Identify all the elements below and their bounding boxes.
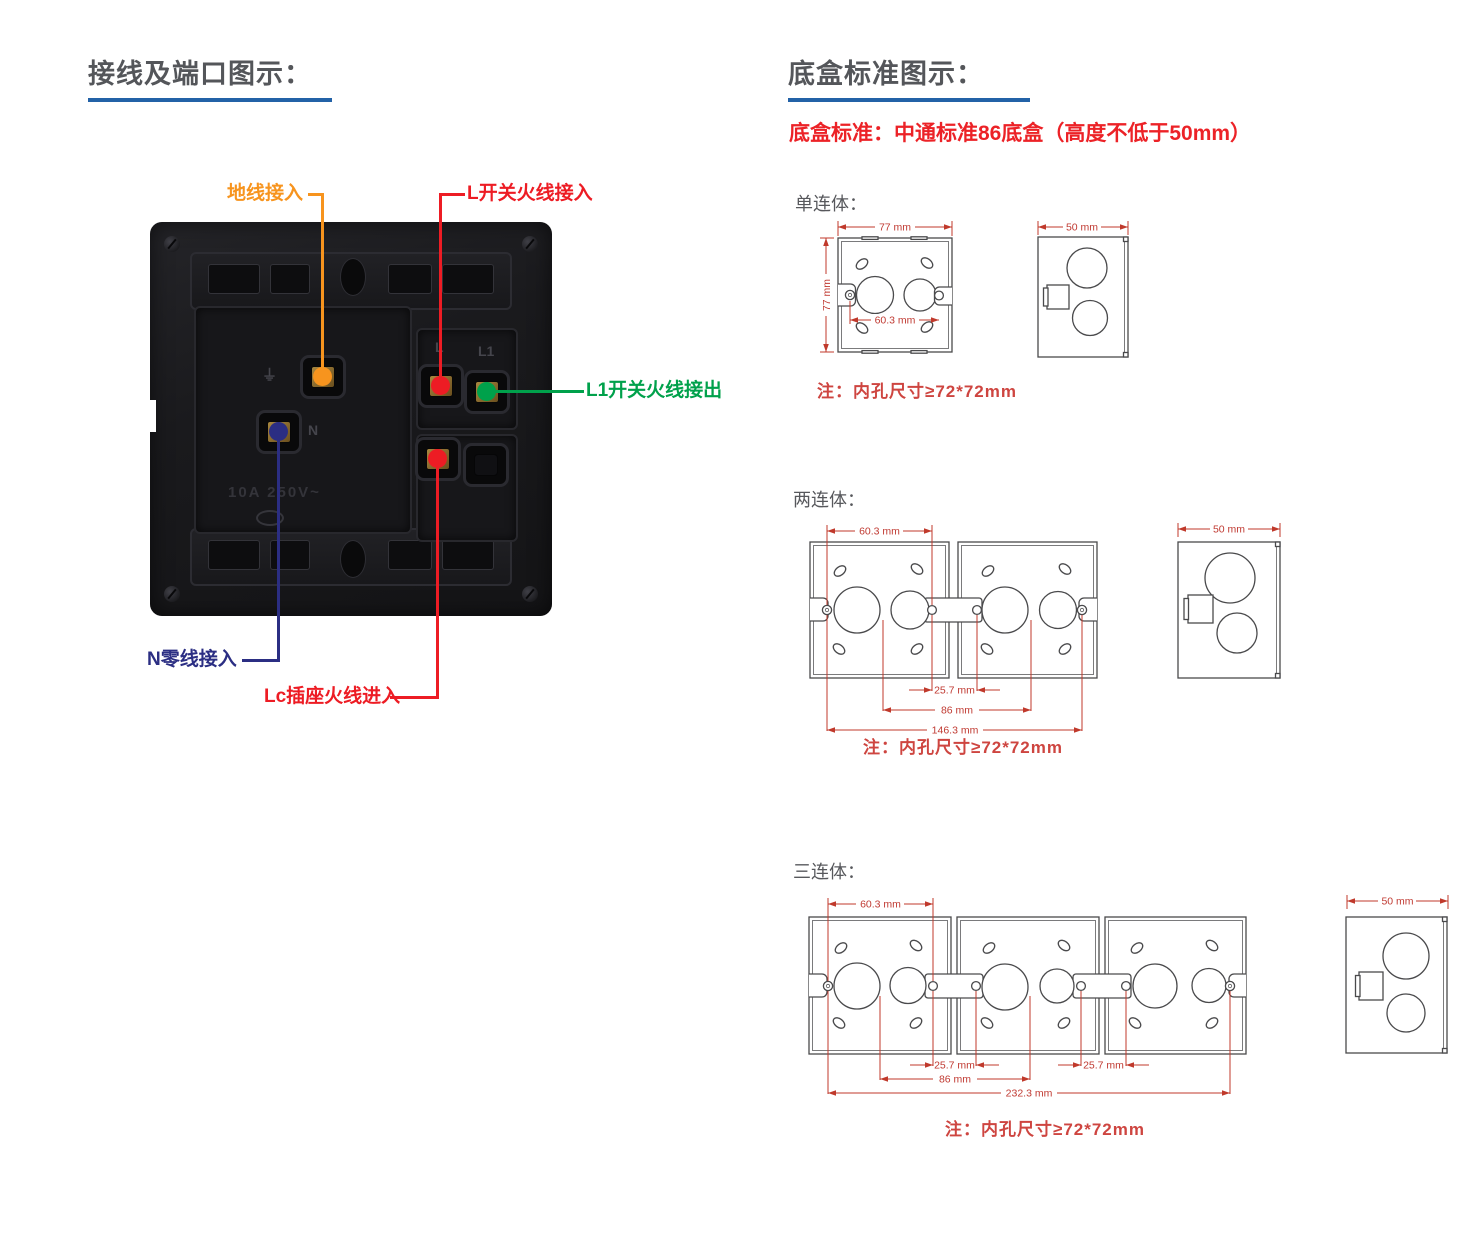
dim-screw-pitch: 60.3 mm (827, 898, 934, 981)
dim-height: 77 mm (820, 237, 834, 353)
triple-unit-side-drawing: 50 mm (1345, 895, 1449, 1054)
right-title-underline (788, 98, 1030, 102)
right-section-title: 底盒标准图示： (788, 59, 984, 89)
box-outline (1177, 541, 1281, 679)
single-unit-side-drawing: 50 mm (1037, 221, 1129, 358)
double-unit-side-drawing: 50 mm (1177, 523, 1281, 679)
panel-screw-icon (164, 586, 180, 602)
dim-screw-pitch: 60.3 mm (849, 301, 939, 327)
rail-clip (442, 264, 494, 294)
dim-unit-pitch: 86 mm (880, 1073, 1030, 1086)
dim-label-screw-pitch: 60.3 mm (860, 899, 901, 911)
dim-overall: 146.3 mm (827, 724, 1082, 737)
callout-line (390, 696, 439, 699)
certification-mark-icon (256, 510, 284, 526)
double-unit-label: 两连体： (793, 490, 865, 510)
dim-adjacent-pitch: 25.7 mm (909, 685, 1000, 697)
triple-unit-label: 三连体： (793, 862, 865, 882)
dim-overall: 232.3 mm (828, 1087, 1230, 1100)
dim-extensions (826, 615, 1083, 731)
panel-screw-icon (164, 236, 180, 252)
dim-extensions (827, 991, 1231, 1094)
dim-adjacent-pitch-1: 25.7 mm (910, 1060, 999, 1072)
dim-label-width: 77 mm (879, 222, 911, 234)
rail-clip (208, 540, 260, 570)
mounting-hole (340, 258, 366, 296)
box-outline (1345, 916, 1448, 1054)
l-terminal-marker (431, 376, 450, 395)
dim-label-adjacent-pitch: 25.7 mm (934, 685, 975, 697)
terminal-label-l1: L1 (478, 343, 495, 359)
panel-screw-icon (522, 586, 538, 602)
rail-clip (442, 540, 494, 570)
box-outline (809, 541, 1098, 679)
triple-unit-note: 注：内孔尺寸≥72*72mm (945, 1120, 1145, 1139)
callout-line (441, 193, 465, 196)
callout-line (439, 193, 442, 386)
n-terminal-marker (269, 422, 288, 441)
rating-text: 10A 250V~ (228, 484, 321, 501)
callout-l-switch-in: L开关火线接入 (467, 183, 593, 204)
callout-l-socket-in: Lc插座火线进入 (264, 686, 401, 707)
dim-label-depth: 50 mm (1213, 524, 1245, 536)
socket-l-terminal-marker (428, 449, 447, 468)
rail-clip (208, 264, 260, 294)
dim-depth: 50 mm (1037, 221, 1129, 235)
callout-line (321, 193, 324, 377)
dim-label-adjacent-pitch-1: 25.7 mm (934, 1060, 975, 1072)
dim-width: 77 mm (837, 221, 953, 236)
dim-label-overall: 146.3 mm (932, 725, 979, 737)
callout-line (308, 193, 324, 196)
box-outline (837, 236, 953, 354)
callout-line (436, 459, 439, 699)
mounting-hole (340, 540, 366, 578)
left-title-underline (88, 98, 332, 102)
dim-label-screw-pitch: 60.3 mm (859, 526, 900, 538)
double-unit-front-drawing: 60.3 mm 25.7 mm 86 mm 146.3 mm (809, 525, 1098, 737)
double-unit-note: 注：内孔尺寸≥72*72mm (863, 738, 1063, 757)
callout-line (242, 659, 280, 662)
callout-ground-in: 地线接入 (227, 183, 304, 204)
dim-depth: 50 mm (1346, 895, 1449, 909)
dim-unit-pitch: 86 mm (883, 704, 1031, 717)
dim-adjacent-pitch-2: 25.7 mm (1058, 1060, 1149, 1072)
dim-screw-pitch: 60.3 mm (826, 525, 933, 605)
box-outline (1037, 236, 1129, 358)
box-outline (808, 916, 1247, 1055)
dim-label-depth: 50 mm (1066, 222, 1098, 234)
panel-screw-icon (522, 236, 538, 252)
single-unit-label: 单连体： (795, 194, 867, 214)
panel-edge-notch (146, 400, 156, 432)
callout-line (277, 432, 280, 661)
callout-line (487, 390, 584, 393)
dim-label-overall: 232.3 mm (1006, 1088, 1053, 1100)
socket-back-panel: ⏚ N L L1 10A 250V~ (146, 222, 552, 616)
triple-unit-front-drawing: 60.3 mm 25.7 mm 25.7 mm 86 mm (808, 898, 1247, 1100)
dim-label-height: 77 mm (821, 279, 833, 311)
socket-module (194, 306, 412, 534)
rail-clip (270, 540, 310, 570)
dim-depth: 50 mm (1177, 523, 1281, 537)
unused-terminal (463, 443, 509, 487)
dim-label-unit-pitch: 86 mm (939, 1074, 971, 1086)
single-unit-front-drawing: 77 mm 77 mm (820, 221, 953, 354)
rail-clip (388, 264, 432, 294)
terminal-slot (474, 454, 498, 476)
dim-label-screw-pitch: 60.3 mm (875, 315, 916, 327)
dim-label-depth: 50 mm (1381, 896, 1413, 908)
single-unit-note: 注：内孔尺寸≥72*72mm (817, 382, 1017, 401)
ground-symbol-icon: ⏚ (262, 367, 278, 384)
callout-l1-switch-out: L1开关火线接出 (586, 380, 723, 401)
callout-n-in: N零线接入 (147, 649, 237, 670)
dim-label-unit-pitch: 86 mm (941, 705, 973, 717)
terminal-label-n: N (308, 422, 319, 438)
dim-label-adjacent-pitch-2: 25.7 mm (1083, 1060, 1124, 1072)
box-standard-note: 底盒标准：中通标准86底盒（高度不低于50mm） (789, 122, 1252, 145)
l1-terminal-marker (477, 382, 496, 401)
rail-clip (270, 264, 310, 294)
left-section-title: 接线及端口图示： (88, 59, 312, 89)
ground-terminal-marker (313, 367, 332, 386)
rail-clip (388, 540, 432, 570)
